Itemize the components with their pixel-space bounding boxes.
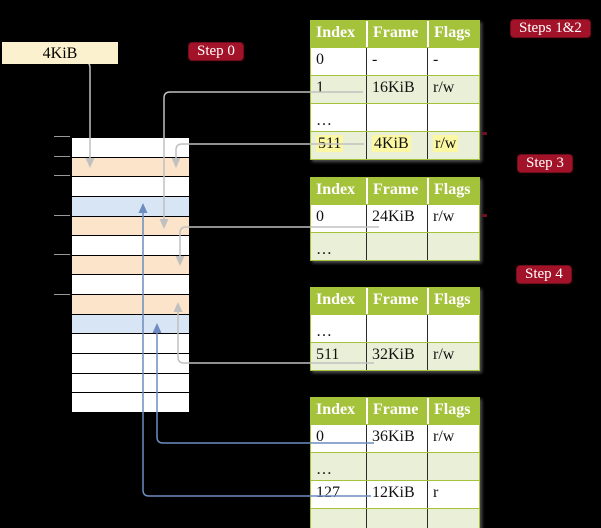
memory-frame-row-11 — [72, 353, 189, 373]
memory-boundary-tick-4 — [54, 254, 70, 255]
pte-cell — [366, 104, 427, 131]
pte-cell: 511 — [311, 132, 366, 159]
highlighted-value: 511 — [316, 135, 344, 152]
column-header-frame: Frame — [366, 288, 427, 314]
pte-cell: 0 — [316, 208, 324, 225]
pte-cell: 12KiB — [366, 481, 427, 508]
pte-cell: - — [427, 48, 478, 75]
column-header-frame: Frame — [366, 21, 427, 47]
memory-frame-row-4 — [72, 215, 189, 236]
memory-frame-row-9 — [72, 313, 189, 334]
memory-frame-row-8 — [72, 294, 189, 314]
pte-cell: r/w — [427, 425, 478, 452]
pte-cell — [427, 104, 478, 131]
memory-frame-row-2 — [72, 176, 189, 196]
pte-cell: - — [366, 48, 427, 75]
pte-cell — [366, 509, 427, 528]
memory-frame-row-10 — [72, 333, 189, 354]
memory-frame-row-0 — [72, 138, 189, 157]
pte-cell: 511 — [316, 346, 340, 363]
pte-cell: 24KiB — [366, 205, 427, 232]
pte-cell — [427, 453, 478, 480]
badge-step-0: Step 0 — [188, 42, 244, 61]
pte-cell: r — [427, 481, 478, 508]
table-steps12-row-3: 511 4KiB r/w — [311, 131, 479, 159]
pte-cell: … — [316, 323, 333, 340]
pte-cell: r/w — [427, 205, 478, 232]
pte-cell — [366, 315, 427, 342]
memory-frame-row-3 — [72, 195, 189, 216]
pte-cell — [366, 233, 427, 260]
pte-cell — [366, 453, 427, 480]
highlighted-value: 4KiB — [372, 135, 411, 152]
column-header-index: Index — [316, 291, 356, 308]
column-header-flags: Flags — [427, 21, 478, 47]
pte-cell: 32KiB — [366, 343, 427, 370]
pte-cell: 16KiB — [366, 76, 427, 103]
column-header-flags: Flags — [427, 288, 478, 314]
cropped-pointer-mark-2 — [482, 214, 487, 217]
memory-boundary-tick-2 — [54, 175, 70, 176]
pte-cell: 4KiB — [366, 132, 427, 159]
memory-frame-row-5 — [72, 235, 189, 255]
memory-boundary-tick-5 — [54, 294, 70, 295]
memory-boundary-tick-1 — [54, 156, 70, 157]
badge-step-4: Step 4 — [516, 265, 572, 284]
pte-cell — [427, 509, 478, 528]
pte-cell: r/w — [427, 76, 478, 103]
physical-memory-column — [71, 137, 190, 413]
pte-cell: 0 — [316, 428, 324, 445]
memory-frame-row-1 — [72, 156, 189, 177]
highlighted-value: r/w — [433, 135, 459, 152]
table-step4a-row-0: … — [311, 314, 479, 342]
column-header-index: Index — [316, 181, 356, 198]
column-header-index: Index — [316, 401, 356, 418]
frame-size-label: 4KiB — [2, 42, 118, 64]
memory-boundary-tick-3 — [54, 215, 70, 216]
pte-cell: … — [316, 112, 333, 129]
table-step4b-row-1: … — [311, 452, 479, 480]
cropped-pointer-mark-1 — [482, 132, 487, 135]
column-header-flags: Flags — [427, 398, 478, 424]
pte-cell: … — [316, 241, 333, 258]
memory-frame-row-6 — [72, 254, 189, 275]
pte-cell: 0 — [316, 51, 324, 68]
pte-cell — [427, 315, 478, 342]
pte-cell — [427, 233, 478, 260]
column-header-frame: Frame — [366, 178, 427, 204]
table-steps12-row-0: 0 -- — [311, 47, 479, 75]
table-steps12-row-2: … — [311, 103, 479, 131]
pte-cell: r/w — [427, 343, 478, 370]
column-header-index: Index — [316, 24, 356, 41]
pte-cell: r/w — [427, 132, 478, 159]
column-header-frame: Frame — [366, 398, 427, 424]
table-step4b-row-3: … — [311, 508, 479, 528]
column-header-flags: Flags — [427, 178, 478, 204]
pte-cell: 1 — [316, 79, 324, 96]
memory-frame-row-13 — [72, 392, 189, 412]
memory-frame-row-12 — [72, 372, 189, 393]
memory-boundary-tick-0 — [54, 136, 70, 137]
badge-steps-1-2: Steps 1&2 — [510, 19, 591, 38]
memory-frame-row-7 — [72, 274, 189, 295]
pte-cell: 36KiB — [366, 425, 427, 452]
badge-step-3: Step 3 — [517, 154, 573, 173]
table-step3-row-1: … — [311, 232, 479, 260]
pte-cell: … — [316, 461, 333, 478]
pte-cell: … — [316, 517, 333, 528]
pte-cell: 127 — [316, 484, 340, 501]
